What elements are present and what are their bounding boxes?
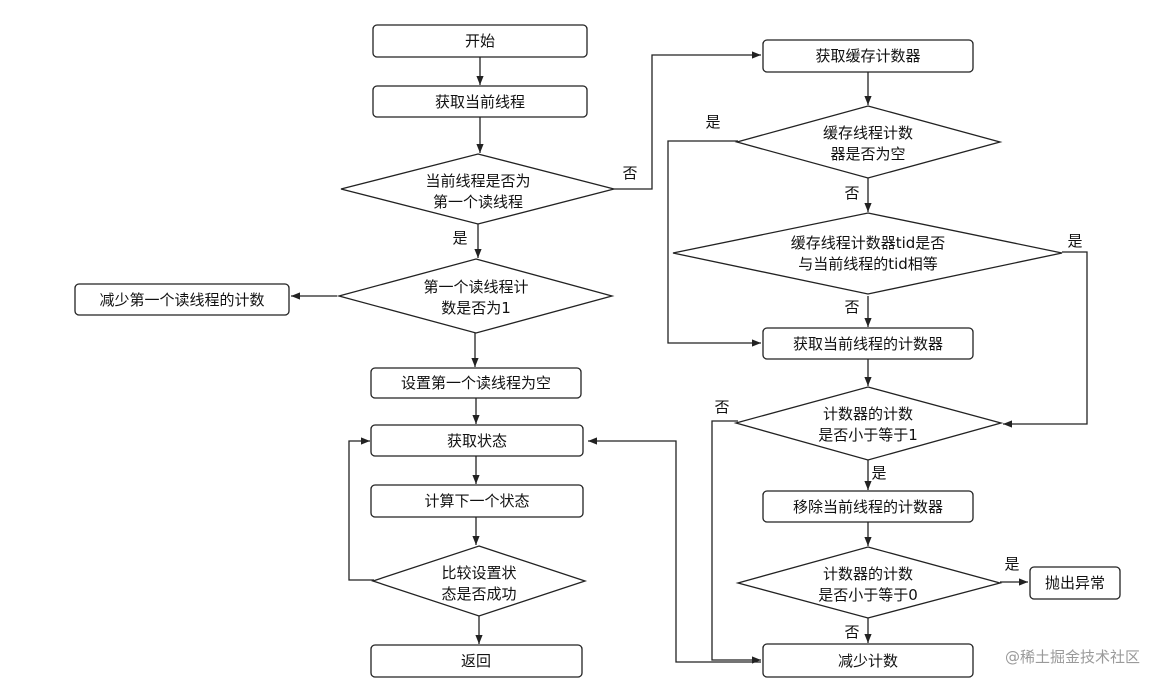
label-get-cached-counter: 获取缓存计数器	[815, 47, 920, 65]
label-get-state: 获取状态	[447, 432, 507, 450]
edge-label-tid-match-yes: 是	[1067, 232, 1082, 250]
edge-tid-match-yes-to-count-le-1	[1003, 251, 1088, 428]
node-remove-current-counter	[762, 490, 974, 523]
node-get-cached-counter	[762, 39, 974, 73]
label-decrement-first-reader-count: 减少第一个读线程的计数	[99, 291, 264, 309]
node-throw-exception	[1029, 566, 1121, 600]
label-return: 返回	[461, 652, 491, 670]
nodes	[74, 24, 1121, 678]
edge-cas-fail-loop	[348, 437, 374, 581]
node-cas-state	[370, 545, 588, 617]
label-count-le-0-line2: 是否小于等于0	[818, 586, 918, 604]
edge-decrement-to-get-state	[588, 437, 761, 663]
label-throw-exception: 抛出异常	[1045, 574, 1105, 592]
label-count-le-0-line1: 计数器的计数	[823, 565, 913, 583]
edge-label-cached-null-no: 否	[844, 184, 859, 202]
edge-label-tid-match-no: 否	[844, 298, 859, 316]
node-get-current-counter	[762, 327, 974, 360]
watermark: @稀土掘金技术社区	[1005, 648, 1140, 666]
label-decrement-count: 减少计数	[838, 652, 898, 670]
edge-label-count-le-0-yes: 是	[1004, 555, 1019, 573]
label-tid-match-line2: 与当前线程的tid相等	[798, 255, 938, 273]
label-is-first-reader-line1: 当前线程是否为	[425, 172, 530, 190]
edge-cached-null-yes-to-get-counter	[667, 140, 761, 347]
node-count-le-0	[735, 546, 1003, 619]
node-get-state	[370, 424, 584, 457]
label-compute-next-state: 计算下一个状态	[424, 492, 529, 510]
label-cached-counter-null-line1: 缓存线程计数	[823, 124, 913, 142]
edge-label-count-le-1-no: 否	[714, 398, 729, 416]
edge-label-cached-null-yes: 是	[705, 113, 720, 131]
edge-label-count-le-0-no: 否	[844, 623, 859, 641]
edge-label-first-reader-no: 否	[622, 164, 637, 182]
node-return	[370, 644, 583, 678]
label-get-current-thread: 获取当前线程	[435, 93, 525, 111]
label-tid-match-line1: 缓存线程计数器tid是否	[791, 234, 946, 252]
node-decrement-first-reader-count	[74, 283, 290, 316]
node-labels: 开始 获取当前线程 当前线程是否为 第一个读线程 第一个读线程计 数是否为1 减…	[99, 32, 1105, 670]
node-compute-next-state	[370, 484, 584, 518]
label-start: 开始	[465, 32, 495, 50]
edge-is-first-reader-no-to-cached-counter	[614, 51, 761, 190]
edges	[291, 51, 1088, 664]
label-remove-current-counter: 移除当前线程的计数器	[793, 498, 943, 516]
node-get-current-thread	[372, 85, 588, 118]
label-cached-counter-null-line2: 器是否为空	[830, 145, 905, 163]
label-get-current-counter: 获取当前线程的计数器	[793, 335, 943, 353]
label-first-reader-count-line1: 第一个读线程计	[423, 278, 528, 296]
label-set-first-reader-null: 设置第一个读线程为空	[401, 374, 551, 392]
edge-label-first-reader-yes: 是	[452, 229, 467, 247]
label-cas-state-line2: 态是否成功	[441, 585, 516, 603]
label-count-le-1-line2: 是否小于等于1	[818, 426, 918, 444]
label-is-first-reader-line2: 第一个读线程	[433, 193, 523, 211]
node-tid-match	[672, 212, 1063, 295]
node-first-reader-count-is-1	[336, 258, 615, 334]
node-decrement-count	[762, 643, 974, 678]
edge-labels: 否 是 是 否 是 否 否 是 是 否	[452, 113, 1082, 641]
node-start	[372, 24, 588, 58]
node-count-le-1	[733, 386, 1004, 461]
node-set-first-reader-null	[370, 367, 582, 399]
label-count-le-1-line1: 计数器的计数	[823, 405, 913, 423]
node-cached-counter-null	[734, 105, 1003, 179]
node-is-first-reader	[340, 153, 615, 225]
edge-label-count-le-1-yes: 是	[871, 464, 886, 482]
label-first-reader-count-line2: 数是否为1	[441, 299, 511, 317]
edge-count-le-1-no-to-decrement	[711, 420, 761, 664]
label-cas-state-line1: 比较设置状	[441, 564, 516, 582]
